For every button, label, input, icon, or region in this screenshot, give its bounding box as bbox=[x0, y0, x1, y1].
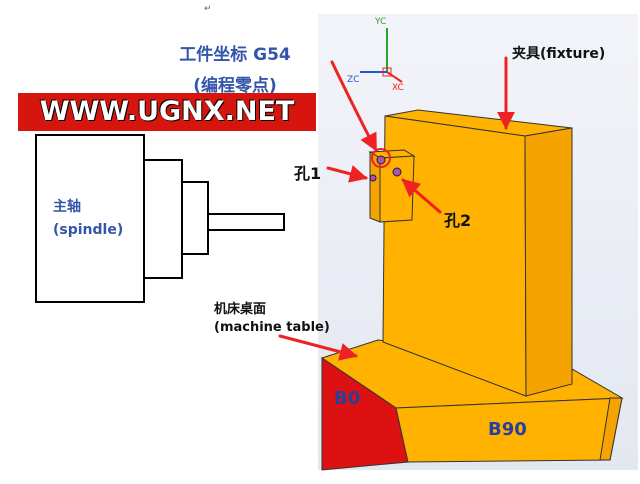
arrow-hole-1 bbox=[326, 165, 368, 183]
triad-yc-label: YC bbox=[375, 17, 387, 27]
title-line1: 工件坐标 G54 bbox=[179, 45, 291, 65]
spindle-schematic bbox=[35, 134, 285, 303]
arrow-g54 bbox=[330, 60, 378, 152]
spindle-label-en: (spindle) bbox=[53, 222, 124, 238]
coordinate-triad bbox=[360, 28, 403, 83]
hole-1-label: 孔1 bbox=[294, 164, 322, 183]
table-label-cn: 机床桌面 bbox=[214, 302, 267, 317]
triad-origin bbox=[382, 67, 392, 77]
triad-xc-label: XC bbox=[392, 83, 404, 93]
spindle-step-1 bbox=[143, 159, 183, 279]
face-b0-label: B0 bbox=[334, 388, 361, 409]
spindle-step-2 bbox=[181, 181, 209, 255]
fixture-right-face bbox=[524, 127, 573, 397]
triad-xc-axis bbox=[386, 71, 403, 83]
spindle-tool bbox=[207, 213, 285, 231]
hole-block-side bbox=[379, 155, 415, 223]
triad-zc-label: ZC bbox=[347, 75, 360, 85]
annotation-arrows bbox=[278, 56, 515, 361]
face-b90-label: B90 bbox=[488, 419, 527, 440]
table-label-en: (machine table) bbox=[214, 320, 330, 335]
spindle-label-cn: 主轴 bbox=[53, 199, 81, 215]
hole-block bbox=[368, 148, 416, 223]
hole-1-highlight-ring bbox=[371, 148, 391, 168]
fixture-block bbox=[382, 109, 573, 397]
ugnx-banner: WWW.UGNX.NET bbox=[18, 93, 316, 131]
title-line2: (编程零点) bbox=[193, 76, 277, 96]
paragraph-mark: ↵ bbox=[204, 4, 212, 14]
hole-2 bbox=[392, 167, 402, 177]
spindle-body bbox=[35, 134, 145, 303]
hole-2-label: 孔2 bbox=[444, 211, 472, 230]
hole-1b bbox=[369, 174, 377, 182]
fixture-label: 夹具(fixture) bbox=[512, 46, 606, 62]
table-corner-face bbox=[599, 397, 623, 461]
hole-1 bbox=[376, 155, 386, 165]
arrow-hole-2 bbox=[401, 178, 442, 214]
arrow-table bbox=[278, 334, 358, 361]
